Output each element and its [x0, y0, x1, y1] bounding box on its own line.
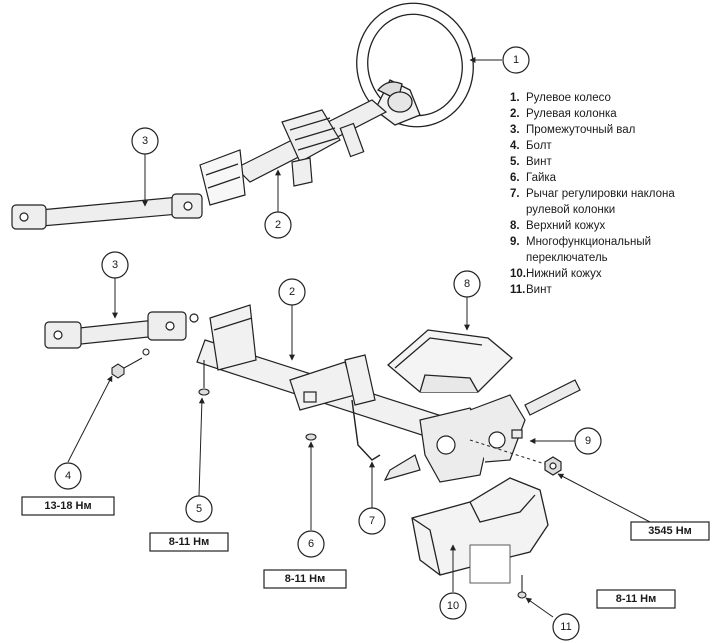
dashed-column-axis [469, 439, 546, 465]
legend-item-10: 10. Нижний кожух [510, 268, 602, 280]
legend-item-11: 11. Винт [510, 284, 552, 296]
torque-box-6 [263, 569, 347, 589]
callout-11 [552, 613, 580, 641]
torque-12-text: 3545 Нм [648, 525, 692, 537]
callout-2-bottom [278, 278, 306, 306]
callout-10 [439, 592, 467, 620]
callout-5-text: 5 [196, 503, 202, 515]
torque-box-4 [21, 496, 115, 516]
callout-10-text: 10 [447, 600, 459, 612]
upper-steering-column [199, 99, 388, 206]
torque-6-text: 8-11 Нм [285, 573, 326, 585]
callout-4-text: 4 [65, 470, 71, 482]
callout-4 [54, 462, 82, 490]
callout-8 [453, 270, 481, 298]
callout-1 [502, 46, 530, 74]
torque-4-text: 13-18 Нм [44, 500, 91, 512]
upper-cover [387, 329, 513, 393]
torque-5-text: 8-11 Нм [169, 536, 210, 548]
callout-2-top [264, 211, 292, 239]
callout-circles [54, 46, 602, 641]
leader-lines [67, 57, 651, 618]
parts-legend: 1. Рулевое колесо 2. Рулевая колонка 3. … [510, 90, 715, 298]
leader-torque-12 [557, 473, 651, 523]
callout-2-bottom-text: 2 [289, 286, 295, 298]
callout-numbers: 1 2 3 3 2 8 9 4 5 6 7 10 11 [65, 54, 591, 633]
callout-5 [185, 495, 213, 523]
callout-6-text: 6 [308, 538, 314, 550]
callout-7-text: 7 [369, 515, 375, 527]
leader-11 [525, 597, 554, 618]
callout-9 [574, 427, 602, 455]
lower-cover [411, 477, 549, 584]
torque-box-12 [630, 521, 710, 541]
callout-3-top [131, 127, 159, 155]
torque-11-text: 8-11 Нм [616, 593, 657, 605]
legend-item-3: 3. Промежуточный вал [510, 124, 636, 136]
legend-item-1: 1. Рулевое колесо [510, 92, 611, 104]
legend-item-5: 5. Винт [510, 156, 552, 168]
torque-labels: 13-18 Нм 8-11 Нм 8-11 Нм 3545 Нм 8-11 Нм [44, 500, 691, 605]
callout-8-text: 8 [464, 278, 470, 290]
leader-4 [67, 375, 113, 463]
callout-3-top-text: 3 [142, 135, 148, 147]
legend-item-6: 6. Гайка [510, 172, 557, 184]
screw-5 [198, 360, 210, 396]
callout-11-text: 11 [560, 621, 571, 633]
legend-item-7: 7. Рычаг регулировки наклона рулевой кол… [510, 188, 675, 216]
leader-5 [198, 397, 205, 497]
bolt-4 [111, 348, 150, 379]
callout-7 [358, 507, 386, 535]
callout-3-bottom-text: 3 [112, 259, 118, 271]
legend-item-9: 9. Многофункциональный переключатель [510, 236, 652, 264]
legend-item-4: 4. Болт [510, 140, 552, 152]
intermediate-shaft-bottom [44, 311, 199, 349]
callout-2-top-text: 2 [275, 219, 281, 231]
screw-11 [517, 575, 527, 599]
nut [544, 456, 562, 476]
multifunction-switch [383, 379, 581, 483]
callout-9-text: 9 [585, 435, 591, 447]
legend-item-8: 8. Верхний кожух [510, 220, 606, 232]
callout-6 [297, 530, 325, 558]
legend-item-2: 2. Рулевая колонка [510, 108, 617, 120]
callout-3-bottom [101, 251, 129, 279]
nut-6 [305, 433, 317, 441]
callout-1-text: 1 [513, 54, 519, 66]
intermediate-shaft-top [11, 193, 203, 230]
torque-box-11 [596, 589, 676, 609]
torque-box-5 [149, 532, 229, 552]
torque-boxes [21, 496, 710, 609]
